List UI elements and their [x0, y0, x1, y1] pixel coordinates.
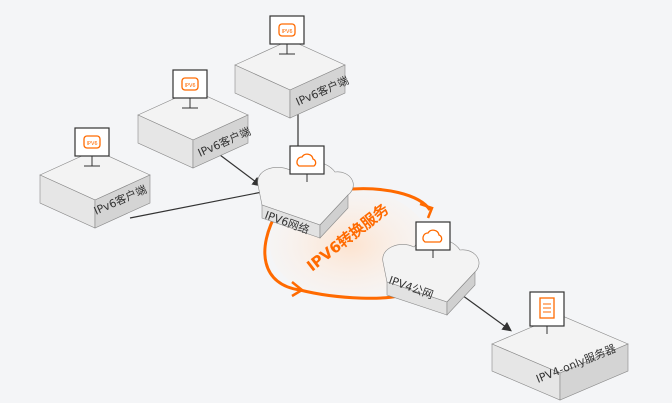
- ring-arrowhead-bottom: [291, 281, 305, 298]
- monitor-icon: [529, 291, 565, 327]
- ipv6-badge-icon: [278, 23, 296, 37]
- ring-arc-left: [263, 209, 301, 292]
- client-box-2: IPV6 IPv6客户端: [137, 69, 253, 169]
- client-box-1: IPV6 IPv6客户端: [234, 15, 351, 119]
- cloud-icon: [422, 229, 443, 243]
- ipv4-network-cloud: IPV4公网: [382, 221, 480, 316]
- monitor-badge: IPV6: [184, 83, 195, 89]
- monitor-icon: [269, 15, 305, 45]
- monitor-badge: IPV6: [281, 29, 292, 35]
- ipv6-badge-icon: [83, 135, 101, 149]
- server-box: IPV4-only服务器: [491, 291, 629, 401]
- monitor-badge: IPV6: [86, 141, 97, 147]
- server-document-icon: [539, 297, 555, 319]
- client-box-3: IPV6 IPv6客户端: [39, 127, 151, 229]
- ring-arrowhead-top: [419, 202, 434, 219]
- monitor-icon: [415, 221, 451, 251]
- cloud-icon: [296, 153, 317, 167]
- ipv6-badge-icon: [181, 77, 199, 91]
- monitor-icon: [289, 145, 325, 175]
